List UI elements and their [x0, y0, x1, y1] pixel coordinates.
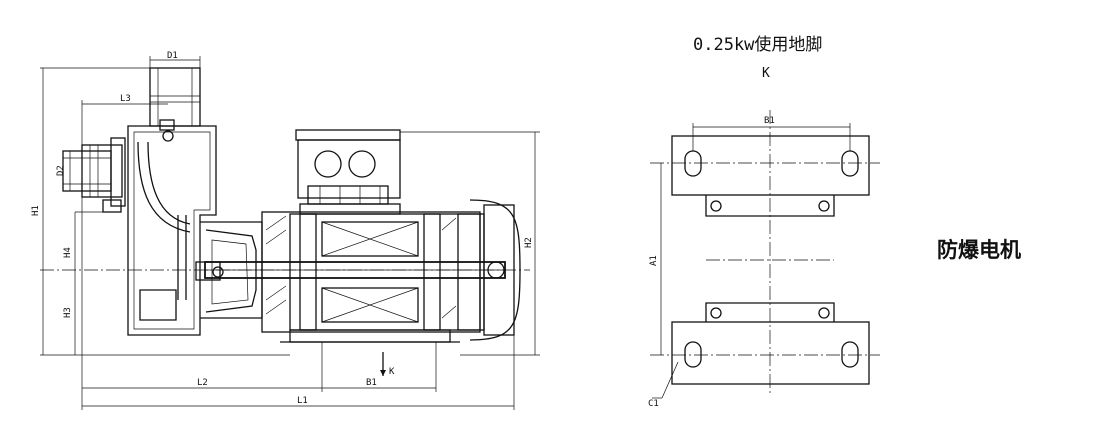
dim-l2: L2 [197, 378, 208, 388]
lower-foot [671, 302, 870, 385]
dimension-lines [40, 56, 540, 410]
dim-h3: H3 [63, 307, 73, 318]
footing-title: 0.25kw使用地脚 [693, 34, 822, 55]
dim-d1: D1 [167, 51, 178, 61]
motor-body [261, 199, 521, 343]
dim-h2: H2 [524, 237, 534, 248]
dim-b1: B1 [366, 378, 377, 388]
pump-dimension-labels: D1 L3 D2 H1 H4 H3 H2 L2 B1 L1 K [31, 51, 534, 406]
inlet-flange [62, 137, 126, 213]
explosion-proof-motor-label: 防爆电机 [937, 238, 1021, 262]
footing-dim-c1: C1 [648, 399, 659, 409]
dim-h4: H4 [63, 247, 73, 258]
dim-h1: H1 [31, 205, 41, 216]
footing-dim-a1: A1 [649, 255, 659, 266]
outlet-pipe [149, 67, 201, 127]
footing-dim-b1: B1 [764, 116, 775, 126]
dim-l1: L1 [297, 396, 308, 406]
pump-assembly-drawing: D1 L3 D2 H1 H4 H3 H2 L2 B1 L1 K [31, 51, 540, 410]
footing-view-label: K [762, 66, 770, 81]
pump-casing [127, 119, 217, 336]
dim-l3: L3 [120, 94, 131, 104]
upper-foot [671, 135, 870, 217]
terminal-box [295, 129, 401, 215]
footing-view: 0.25kw使用地脚 K [648, 34, 880, 409]
view-k-marker: K [389, 367, 395, 377]
dim-d2: D2 [56, 165, 66, 176]
